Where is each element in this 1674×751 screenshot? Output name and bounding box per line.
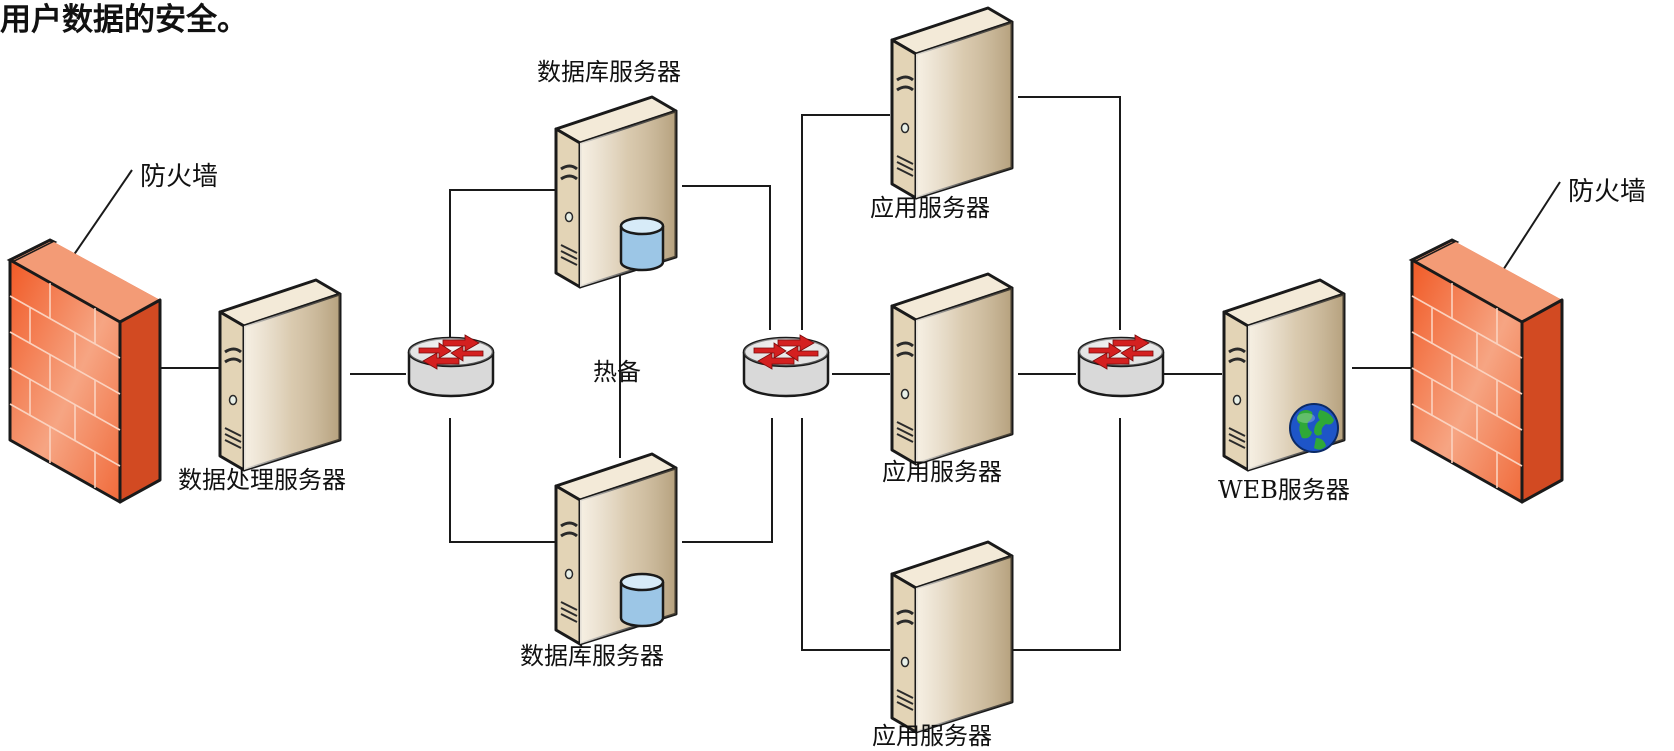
router-1-icon <box>407 333 495 398</box>
app-server-middle-icon <box>890 272 1014 466</box>
router-3-icon <box>1077 333 1165 398</box>
label-app-server-middle: 应用服务器 <box>882 458 1002 486</box>
app-server-bottom-icon <box>890 540 1014 734</box>
router-2-icon <box>742 333 830 398</box>
app-server-top-icon <box>890 6 1014 200</box>
database-bottom-icon <box>619 572 665 628</box>
database-top-icon <box>619 216 665 272</box>
label-db-server-top: 数据库服务器 <box>537 58 681 86</box>
label-db-server-bottom: 数据库服务器 <box>520 642 664 670</box>
firewall-right-icon <box>1410 238 1564 504</box>
label-app-server-bottom: 应用服务器 <box>872 722 992 750</box>
label-web-server: WEB服务器 <box>1218 476 1350 504</box>
data-processing-server-icon <box>218 278 342 472</box>
label-firewall-left: 防火墙 <box>140 162 218 192</box>
label-data-processing-server: 数据处理服务器 <box>178 466 346 494</box>
label-hot-standby: 热备 <box>593 358 641 386</box>
firewall-left-icon <box>8 238 162 504</box>
label-app-server-top: 应用服务器 <box>870 194 990 222</box>
page-heading: 用户数据的安全。 <box>0 2 248 38</box>
globe-icon <box>1289 403 1339 453</box>
label-firewall-right: 防火墙 <box>1568 177 1646 207</box>
